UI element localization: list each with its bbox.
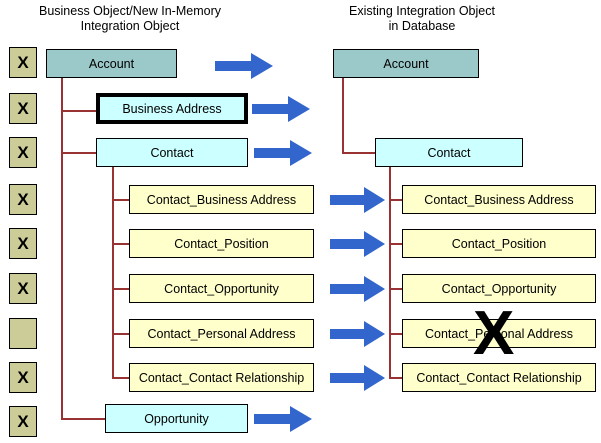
- checkbox-opportunity[interactable]: X: [9, 406, 37, 437]
- left-node-opportunity[interactable]: Opportunity: [105, 404, 248, 433]
- checkbox-mark: X: [17, 233, 29, 253]
- checkbox-contact-contact-relationship[interactable]: X: [9, 362, 37, 393]
- connector-right-to-contact: [342, 152, 376, 154]
- checkbox-contact-opportunity[interactable]: X: [9, 273, 37, 304]
- arrow-contact-opportunity: [330, 276, 385, 302]
- arrow-account: [215, 53, 273, 79]
- left-node-contact-business-address[interactable]: Contact_Business Address: [129, 185, 314, 214]
- node-label: Contact_Position: [451, 236, 547, 251]
- right-node-contact[interactable]: Contact: [375, 138, 523, 167]
- left-node-contact-opportunity[interactable]: Contact_Opportunity: [129, 274, 314, 303]
- right-node-contact-business-address[interactable]: Contact_Business Address: [402, 185, 596, 214]
- node-label: Contact_Personal Address: [424, 326, 573, 341]
- arrow-contact-position: [330, 231, 385, 257]
- connector-right-to-contact-personal-address: [389, 333, 403, 335]
- big-x-overlay-icon: X: [473, 299, 515, 368]
- arrow-contact-contact-relationship: [330, 365, 385, 391]
- arrow-contact-personal-address: [330, 321, 385, 347]
- connector-left-to-contact-business-address: [112, 199, 130, 201]
- connector-right-to-contact-opportunity: [389, 288, 403, 290]
- connector-right-to-contact-contact-relationship: [389, 377, 403, 379]
- left-node-contact-personal-address[interactable]: Contact_Personal Address: [129, 319, 314, 348]
- arrow-business-address: [252, 96, 310, 122]
- left-column-header: Business Object/New In-Memory Integratio…: [38, 4, 221, 33]
- checkbox-mark: X: [17, 411, 29, 431]
- connector-right-account-trunk: [342, 78, 344, 153]
- right-node-account[interactable]: Account: [333, 49, 479, 78]
- checkbox-mark: X: [17, 278, 29, 298]
- checkbox-contact[interactable]: X: [9, 137, 37, 168]
- arrow-contact: [254, 140, 312, 166]
- node-label: Contact_Opportunity: [164, 281, 279, 296]
- checkbox-contact-position[interactable]: X: [9, 228, 37, 259]
- left-node-contact-position[interactable]: Contact_Position: [129, 229, 314, 258]
- node-label: Contact: [150, 145, 194, 160]
- node-label: Contact_Position: [174, 236, 269, 251]
- left-node-contact[interactable]: Contact: [96, 138, 248, 167]
- connector-right-to-contact-business-address: [389, 199, 403, 201]
- right-node-contact-contact-relationship[interactable]: Contact_Contact Relationship: [402, 363, 596, 392]
- connector-left-to-contact: [61, 152, 98, 154]
- left-node-business-address[interactable]: Business Address: [96, 93, 248, 124]
- node-label: Contact: [427, 145, 471, 160]
- checkbox-account[interactable]: X: [9, 47, 37, 78]
- connector-right-to-contact-position: [389, 243, 403, 245]
- connector-left-account-trunk: [61, 78, 63, 418]
- right-column-header: Existing Integration Object in Database: [349, 4, 495, 33]
- checkbox-mark: X: [17, 189, 29, 209]
- node-label: Contact_Business Address: [424, 192, 574, 207]
- node-label: Contact_Personal Address: [147, 326, 296, 341]
- node-label: Contact_Contact Relationship: [138, 370, 305, 385]
- right-node-contact-personal-address[interactable]: Contact_Personal Address: [402, 319, 596, 348]
- node-label: Account: [383, 56, 429, 71]
- connector-left-to-business-address: [61, 110, 98, 112]
- arrow-opportunity: [254, 406, 312, 432]
- node-label: Contact_Contact Relationship: [416, 370, 582, 385]
- node-label: Account: [88, 56, 135, 71]
- node-label: Contact_Opportunity: [441, 281, 557, 296]
- connector-left-contact-trunk: [112, 166, 114, 378]
- right-node-contact-position[interactable]: Contact_Position: [402, 229, 596, 258]
- left-node-account[interactable]: Account: [46, 49, 177, 78]
- checkbox-business-address[interactable]: X: [9, 93, 37, 124]
- connector-right-contact-trunk: [389, 166, 391, 378]
- node-label: Business Address: [122, 101, 222, 116]
- right-node-contact-opportunity[interactable]: Contact_Opportunity: [402, 274, 596, 303]
- node-label: Opportunity: [144, 411, 209, 426]
- arrow-contact-business-address: [330, 187, 385, 213]
- connector-left-to-contact-opportunity: [112, 288, 130, 290]
- connector-left-to-contact-personal-address: [112, 333, 130, 335]
- checkbox-contact-business-address[interactable]: X: [9, 184, 37, 215]
- node-label: Contact_Business Address: [146, 192, 297, 207]
- checkbox-mark: X: [17, 142, 29, 162]
- connector-left-to-opportunity: [61, 418, 106, 420]
- checkbox-mark: X: [17, 98, 29, 118]
- connector-left-to-contact-contact-relationship: [112, 377, 130, 379]
- checkbox-mark: X: [17, 52, 29, 72]
- checkbox-contact-personal-address[interactable]: [9, 318, 37, 349]
- left-node-contact-contact-relationship[interactable]: Contact_Contact Relationship: [129, 363, 314, 392]
- checkbox-mark: X: [17, 367, 29, 387]
- connector-left-to-contact-position: [112, 243, 130, 245]
